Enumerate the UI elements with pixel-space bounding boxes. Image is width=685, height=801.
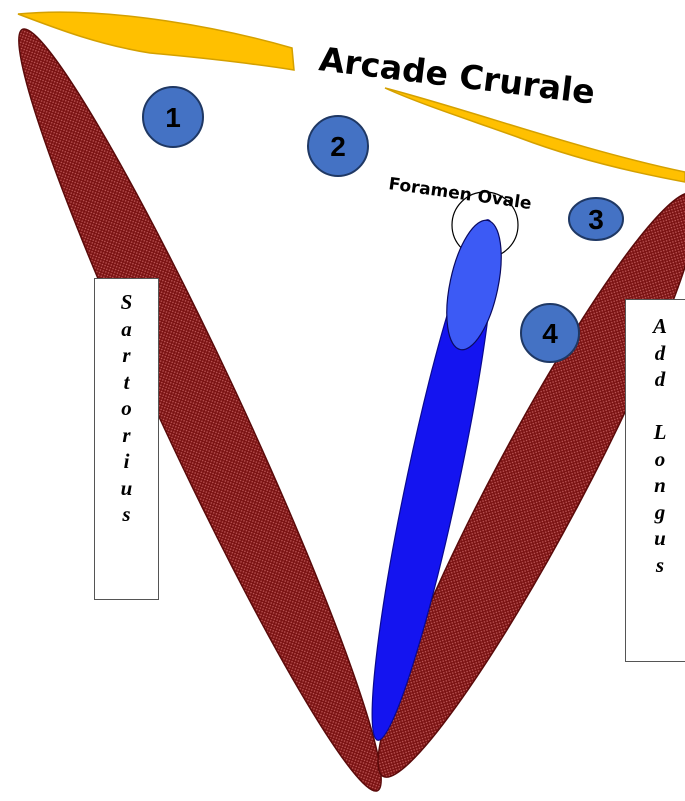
label-letter: r	[95, 422, 158, 449]
label-letter: s	[626, 552, 685, 579]
marker-2: 2	[308, 116, 368, 176]
svg-text:4: 4	[542, 318, 558, 349]
svg-text:3: 3	[588, 204, 604, 235]
label-letter	[626, 393, 685, 420]
label-letter: u	[95, 475, 158, 502]
label-letter: n	[626, 472, 685, 499]
inguinal-ligament-left	[18, 12, 294, 70]
label-letter: o	[95, 395, 158, 422]
svg-text:2: 2	[330, 131, 346, 162]
label-letter: A	[626, 313, 685, 340]
marker-3: 3	[569, 198, 623, 240]
marker-4: 4	[521, 304, 579, 362]
label-letter: g	[626, 499, 685, 526]
label-letter: S	[95, 289, 158, 316]
label-letter: L	[626, 419, 685, 446]
label-letter: r	[95, 342, 158, 369]
label-letter: d	[626, 366, 685, 393]
label-letter: d	[626, 340, 685, 367]
label-letter: u	[626, 525, 685, 552]
diagram-title: Arcade Crurale	[317, 39, 597, 112]
label-letter: i	[95, 448, 158, 475]
label-letter: a	[95, 316, 158, 343]
svg-text:1: 1	[165, 102, 181, 133]
label-letter: s	[95, 501, 158, 528]
marker-1: 1	[143, 87, 203, 147]
label-letter: t	[95, 369, 158, 396]
label-letter: o	[626, 446, 685, 473]
